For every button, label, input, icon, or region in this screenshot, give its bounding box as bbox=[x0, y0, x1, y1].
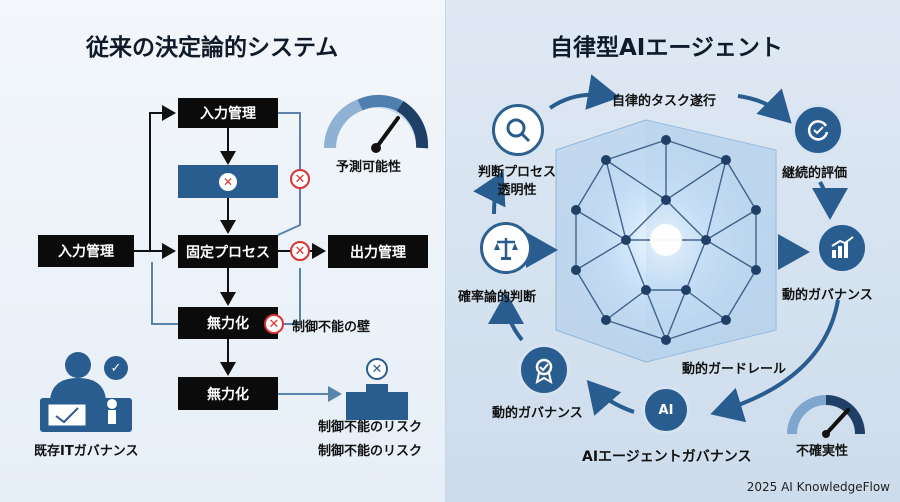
process-transparency-label: 判断プロセス 透明性 bbox=[477, 165, 556, 198]
blocked-process-box: ✕ bbox=[178, 165, 278, 198]
right-network-diagram bbox=[473, 74, 865, 438]
continuous-eval-label: 継続的評価 bbox=[782, 166, 848, 181]
disable-box-1: 無力化 bbox=[178, 307, 278, 339]
x-mark-icon: ✕ bbox=[264, 314, 284, 334]
risk-x-icon: ✕ bbox=[366, 358, 388, 380]
dynamic-guardrail-label: 動的ガードレール bbox=[682, 362, 787, 377]
risk-label-1: 制御不能のリスク bbox=[318, 420, 423, 435]
uncontrollable-wall-label: 制御不能の壁 bbox=[292, 320, 371, 335]
magnifier-icon bbox=[492, 104, 544, 156]
risk-label-2: 制御不能のリスク bbox=[318, 444, 423, 459]
footer-credit: 2025 AI KnowledgeFlow bbox=[746, 480, 890, 494]
output-management-box: 出力管理 bbox=[328, 235, 428, 268]
ai-agent-governance-label: AIエージェントガバナンス bbox=[582, 449, 752, 465]
right-title: 自律型AIエージェント bbox=[550, 35, 783, 61]
existing-governance-label: 既存ITガバナンス bbox=[34, 444, 139, 459]
left-connectors bbox=[40, 94, 429, 432]
right-panel: 自律型AIエージェント bbox=[446, 0, 900, 502]
left-panel: 従来の決定論的システム bbox=[0, 0, 446, 502]
autonomous-task-label: 自律的タスク遂行 bbox=[612, 94, 717, 109]
award-badge-icon bbox=[518, 344, 570, 396]
refresh-icon bbox=[792, 104, 844, 156]
left-title: 従来の決定論的システム bbox=[86, 35, 339, 61]
ai-gear-icon: AI bbox=[642, 386, 690, 434]
x-mark-icon: ✕ bbox=[290, 169, 310, 189]
x-mark-icon: ✕ bbox=[290, 241, 310, 261]
uncertainty-label: 不確実性 bbox=[796, 444, 849, 459]
fixed-process-box: 固定プロセス bbox=[178, 235, 278, 268]
predictability-label: 予測可能性 bbox=[336, 160, 402, 175]
input-management-box: 入力管理 bbox=[38, 235, 134, 267]
dynamic-governance-right-label: 動的ガバナンス bbox=[782, 288, 873, 303]
top-input-box: 入力管理 bbox=[178, 98, 278, 128]
check-icon: ✓ bbox=[104, 356, 128, 380]
growth-chart-icon bbox=[816, 222, 868, 274]
disable-box-2: 無力化 bbox=[178, 377, 278, 410]
dynamic-governance-left-label: 動的ガバナンス bbox=[492, 406, 583, 421]
blocked-x-icon: ✕ bbox=[219, 172, 237, 191]
probabilistic-judgment-label: 確率論的判断 bbox=[458, 290, 537, 305]
balance-scale-icon bbox=[480, 222, 532, 274]
